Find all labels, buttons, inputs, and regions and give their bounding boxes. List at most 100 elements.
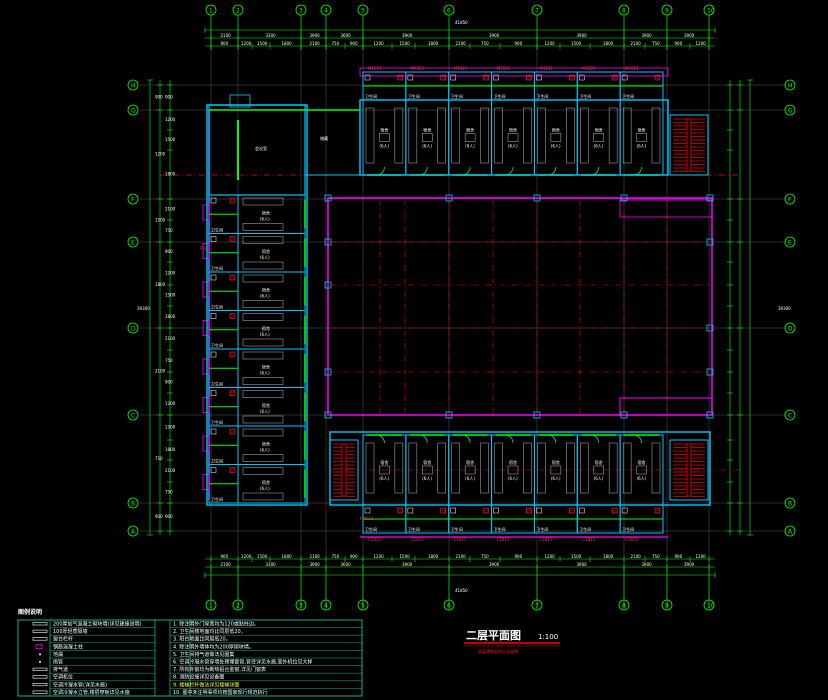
dimension-text: 3900 bbox=[642, 33, 653, 38]
bed bbox=[242, 274, 284, 283]
dorm-room-top bbox=[619, 99, 664, 176]
bed bbox=[437, 442, 446, 494]
legend-note-text: 7. 所有外窗均为断热铝合金窗,详见门窗表 bbox=[173, 666, 266, 673]
dimension-text: 1500 bbox=[400, 41, 411, 46]
dimension-text: 1800 bbox=[282, 41, 293, 46]
room-area: (6人) bbox=[260, 255, 270, 260]
room-area: (6人) bbox=[508, 144, 518, 149]
dimension-text: 750 bbox=[652, 554, 660, 559]
dimension-text: 750 bbox=[165, 228, 173, 233]
dimension-text: 1800 bbox=[165, 447, 176, 452]
legend-note-text: 2. 卫生间楼地面均比同层低20。 bbox=[173, 628, 246, 635]
bed bbox=[408, 107, 418, 164]
room-label: 宿舍 bbox=[262, 286, 270, 292]
dimension-text: 1200 bbox=[155, 152, 166, 157]
stair-handrail bbox=[341, 443, 347, 497]
bed bbox=[242, 492, 284, 501]
bed bbox=[451, 107, 460, 164]
grid-label-row: F bbox=[788, 197, 792, 204]
room-area: (6人) bbox=[508, 476, 518, 481]
dimension-text: 1500 bbox=[257, 41, 268, 46]
door-tag: M1021 bbox=[582, 66, 596, 71]
door-swing bbox=[633, 434, 642, 444]
legend-symbol-wall bbox=[32, 629, 48, 633]
bed bbox=[622, 442, 632, 494]
room-label: 宿舍 bbox=[552, 127, 560, 133]
bed bbox=[242, 454, 284, 462]
ac-unit bbox=[202, 358, 210, 375]
dimension-text: 1200 bbox=[696, 41, 707, 46]
dimension-text: 3900 bbox=[684, 562, 695, 567]
desk bbox=[593, 133, 604, 142]
fixture-tag bbox=[568, 74, 575, 81]
dorm-room-left bbox=[237, 194, 306, 234]
dimension-text: 2100 bbox=[165, 336, 176, 341]
bed bbox=[537, 442, 546, 494]
column bbox=[620, 411, 628, 419]
stair bbox=[669, 114, 709, 176]
grid-label-row: B bbox=[131, 501, 135, 508]
grid-bubble-row bbox=[784, 193, 796, 205]
dimension-text: 2100 bbox=[310, 41, 321, 46]
door-tag: C1815 bbox=[454, 537, 467, 542]
legend-symbol-column bbox=[35, 644, 43, 650]
dimension-text: 1800 bbox=[428, 554, 439, 559]
toilet bbox=[407, 74, 414, 81]
room-label: 宿舍 bbox=[509, 459, 517, 465]
dorm-room-top bbox=[448, 99, 493, 176]
dimension-text: 900 bbox=[515, 554, 523, 559]
bath-label: 卫生间 bbox=[622, 93, 634, 99]
grid-bubble-row bbox=[784, 104, 796, 116]
dimension-text: 1500 bbox=[165, 425, 176, 430]
legend-note-text: 10. 图中未注明事项均按国家现行规范执行 bbox=[173, 689, 268, 696]
legend-note-text: 9. 楼梯栏杆做法详见楼梯详图 bbox=[173, 681, 239, 688]
bath-label: 卫生间 bbox=[408, 526, 420, 532]
stair-handrail bbox=[686, 443, 692, 497]
grid-bubble-row bbox=[127, 322, 139, 334]
room-area: (6人) bbox=[422, 476, 432, 481]
column bbox=[706, 411, 714, 419]
dimension-text: 1800 bbox=[603, 41, 614, 46]
grid-bubble-row bbox=[784, 322, 796, 334]
bed bbox=[523, 107, 532, 164]
dimension-text: 1200 bbox=[165, 117, 176, 122]
desk bbox=[550, 133, 562, 142]
legend-symbol-drain bbox=[39, 653, 41, 656]
room-label: 宿舍 bbox=[262, 402, 270, 408]
column bbox=[533, 194, 541, 202]
toilet bbox=[536, 507, 542, 514]
legend-symbol-wall bbox=[32, 675, 48, 679]
bed bbox=[651, 107, 661, 164]
legend-item-text: 200厚加气混凝土砌块墙(详见建施说明) bbox=[53, 621, 141, 628]
bed bbox=[451, 442, 460, 494]
desk bbox=[550, 465, 562, 475]
grid-label-column: 10 bbox=[707, 8, 715, 15]
dimension-text: 2100 bbox=[165, 207, 176, 212]
door-swing bbox=[590, 434, 600, 444]
grid-label-row: C bbox=[788, 413, 792, 420]
grid-bubble-row bbox=[784, 497, 796, 509]
dimension-text: 2100 bbox=[310, 554, 321, 559]
room-area: (6人) bbox=[260, 332, 270, 337]
legend-item-text: 排气道 bbox=[53, 666, 68, 673]
toilet bbox=[210, 428, 217, 435]
bed bbox=[242, 377, 284, 385]
grid-bubble-row bbox=[784, 236, 796, 248]
legend-item-text: 雨管 bbox=[53, 659, 63, 666]
desk bbox=[422, 465, 433, 475]
grid-label-row: A bbox=[788, 529, 793, 536]
room-label: 宿舍 bbox=[595, 127, 603, 133]
room-area: (6人) bbox=[594, 476, 604, 481]
room-area: (6人) bbox=[551, 476, 561, 481]
dimension-text: 900 bbox=[155, 514, 163, 519]
room-label: 宿舍 bbox=[466, 459, 474, 465]
grid-bubble-row bbox=[127, 104, 139, 116]
column bbox=[324, 411, 332, 419]
dimension-text: 3300 bbox=[266, 33, 277, 38]
door-tag: M1021 bbox=[539, 66, 553, 71]
fixture-tag bbox=[483, 507, 489, 514]
legend-note-text: 1. 除注明外门垛宽均为120或贴柱边。 bbox=[173, 621, 259, 628]
bed bbox=[651, 442, 661, 494]
toilet bbox=[210, 351, 217, 358]
room-label: 宿舍 bbox=[262, 440, 270, 446]
